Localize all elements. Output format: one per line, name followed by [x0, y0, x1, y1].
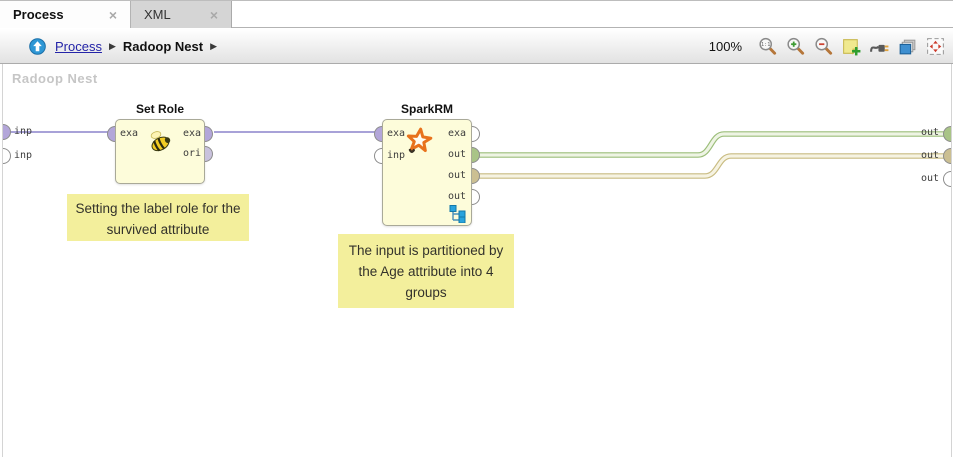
port-label: exa: [182, 128, 201, 139]
zoom-in-button[interactable]: [784, 35, 806, 57]
auto-wire-icon: [869, 44, 888, 52]
port-label: exa: [120, 128, 139, 139]
port-label: out: [920, 150, 939, 161]
tab-bar: Process × XML ×: [0, 1, 953, 28]
tab-process-label: Process: [13, 7, 64, 22]
show-panels-button[interactable]: [896, 35, 918, 57]
auto-wire-button[interactable]: [868, 35, 890, 57]
canvas-left-edge: [2, 64, 3, 457]
add-note-button[interactable]: [840, 35, 862, 57]
close-icon[interactable]: ×: [108, 6, 117, 23]
zoom-actual-size-icon: 1:1: [758, 37, 776, 55]
bee-icon: [150, 131, 171, 152]
tab-process[interactable]: Process ×: [0, 1, 131, 28]
operator-title-set-role: Set Role: [135, 102, 184, 116]
canvas-right-edge: [951, 64, 952, 457]
port-label: out: [447, 149, 466, 160]
add-note-icon: [842, 38, 860, 55]
fit-to-frame-button[interactable]: [924, 35, 946, 57]
process-canvas[interactable]: Radoop Nest inp inp out out out Set Rol: [0, 64, 953, 457]
connections-layer: [6, 131, 948, 179]
subprocess-icon: [449, 205, 466, 223]
zoom-in-icon: [786, 37, 804, 55]
port-label: out: [920, 173, 939, 184]
tab-xml-label: XML: [144, 7, 171, 22]
note-sparkrm[interactable]: The input is partitioned by the Age attr…: [338, 234, 514, 308]
star-icon: [406, 127, 433, 153]
zoom-out-button[interactable]: [812, 35, 834, 57]
tab-xml[interactable]: XML ×: [131, 1, 232, 28]
port-label: inp: [14, 150, 33, 161]
port-label: exa: [447, 128, 466, 139]
zoom-out-icon: [814, 37, 832, 55]
show-panels-icon: [899, 39, 915, 54]
port-label: out: [447, 170, 466, 181]
operator-title-sparkrm: SparkRM: [400, 102, 453, 116]
connection-sparkrm-out2-to-out[interactable]: [478, 153, 948, 179]
port-label: inp: [387, 150, 406, 161]
view-toolbar: 100% 1:1: [709, 35, 953, 57]
up-arrow-icon[interactable]: [29, 37, 46, 55]
svg-text:1:1: 1:1: [760, 42, 769, 48]
zoom-actual-size-button[interactable]: 1:1: [756, 35, 778, 57]
breadcrumb-separator: ▶: [210, 40, 217, 51]
zoom-level: 100%: [708, 38, 742, 54]
breadcrumb-bar: Process ▶ Radoop Nest ▶ 100% 1:1: [0, 29, 953, 64]
breadcrumb-separator: ▶: [108, 40, 116, 51]
breadcrumb-link-process[interactable]: Process: [55, 38, 102, 54]
note-set-role[interactable]: Setting the label role for the survived …: [67, 194, 249, 241]
port-label: exa: [387, 128, 406, 139]
operator-set-role[interactable]: [115, 119, 205, 184]
fit-to-frame-icon: [926, 37, 944, 55]
connection-sparkrm-out1-to-out[interactable]: [478, 131, 948, 158]
canvas-title: Radoop Nest: [12, 71, 98, 86]
port-label: out: [447, 191, 466, 202]
port-label: inp: [14, 126, 33, 137]
operator-sparkrm[interactable]: [382, 119, 472, 226]
port-label: ori: [182, 148, 201, 159]
close-icon[interactable]: ×: [209, 6, 218, 23]
breadcrumb-current-radoop-nest: Radoop Nest: [122, 38, 204, 54]
port-label: out: [920, 127, 939, 138]
